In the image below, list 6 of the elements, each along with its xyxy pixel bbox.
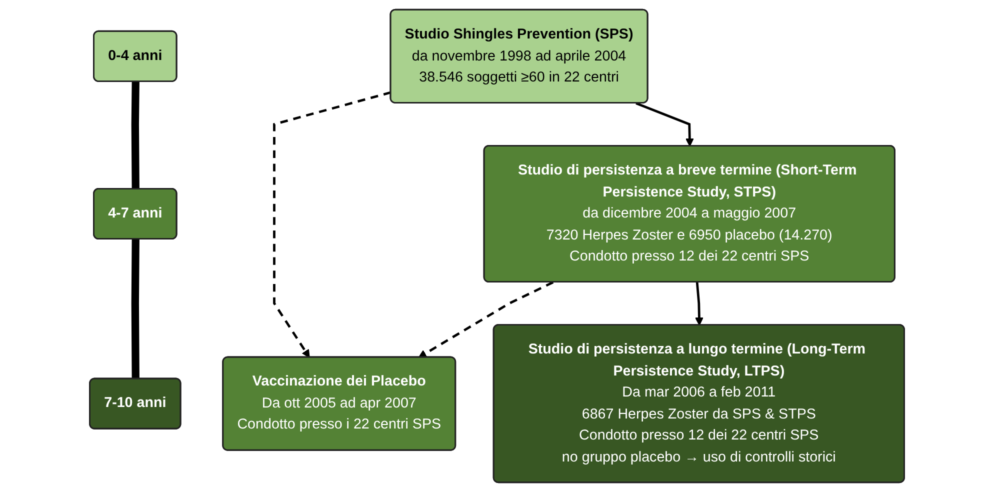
connector (131, 82, 140, 190)
arrow (695, 282, 704, 326)
connector (131, 239, 140, 379)
arrow (273, 91, 392, 358)
arrow (418, 281, 554, 358)
arrow (636, 102, 694, 147)
